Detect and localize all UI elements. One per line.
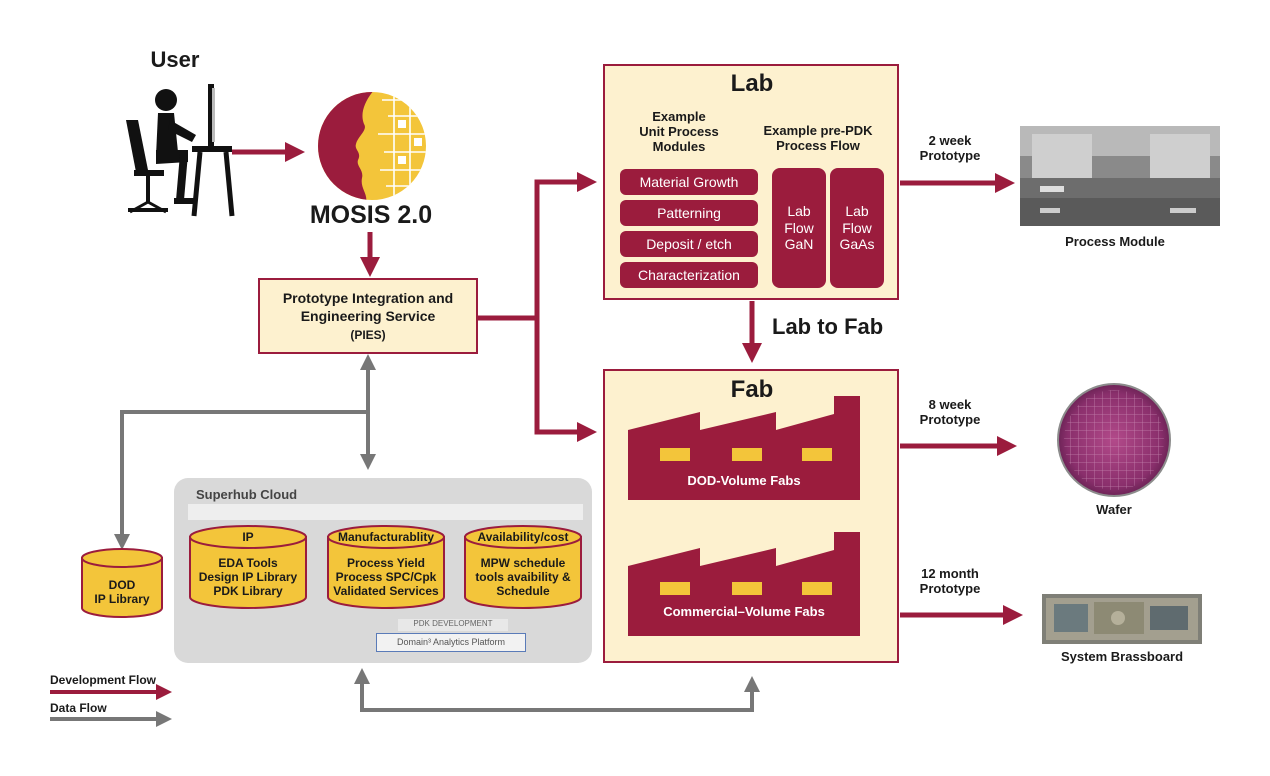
commercial-volume-fabs-label: Commercial–Volume Fabs [663, 604, 825, 619]
manufacturability-database-title: Manufacturablity [337, 530, 434, 544]
wafer-caption: Wafer [1096, 502, 1132, 517]
lab-to-fab-label: Lab to Fab [772, 314, 884, 339]
user-at-computer-icon [126, 84, 235, 217]
data-flow-arrows [114, 354, 760, 712]
user-label: User [150, 47, 200, 72]
manufacturability-database-icon [327, 525, 445, 609]
lab-title: Lab [730, 70, 774, 97]
system-brassboard-caption: System Brassboard [1060, 649, 1184, 664]
ip-database-icon [189, 525, 307, 609]
module-patterning: Patterning [620, 200, 758, 226]
wafer-image [1057, 383, 1171, 497]
superhub-cloud-title: Superhub Cloud [196, 487, 298, 502]
data-arrow-cloud-fab [354, 668, 760, 712]
legend-data-label: Data Flow [50, 701, 107, 715]
module-material-growth: Material Growth [620, 169, 758, 195]
pies-box [258, 278, 478, 354]
arrow-pies-to-fab [534, 318, 597, 442]
legend-development-label: Development Flow [50, 673, 157, 687]
data-arrow-to-dod-ip [114, 410, 368, 550]
module-characterization: Characterization [620, 262, 758, 288]
module-deposit-etch: Deposit / etch [620, 231, 758, 257]
arrow-pies-to-lab [478, 172, 597, 321]
development-flow-arrows [232, 142, 1023, 625]
availability-database-icon [464, 525, 582, 609]
pies-line2: Engineering Service [300, 308, 436, 324]
fab-title: Fab [730, 376, 774, 403]
pdk-development-label: PDK DEVELOPMENT [398, 619, 508, 631]
dod-ip-library-icon [81, 548, 163, 618]
mosis-logo-icon [318, 92, 426, 200]
system-brassboard-image [1042, 594, 1202, 644]
dod-volume-fabs-label: DOD-Volume Fabs [687, 473, 801, 488]
process-module-caption: Process Module [1065, 234, 1165, 249]
mosis-label: MOSIS 2.0 [309, 201, 433, 229]
process-module-image [1020, 126, 1220, 226]
ip-database-title: IP [242, 530, 254, 544]
commercial-factory-icon [628, 532, 860, 636]
superhub-toolbar [188, 504, 583, 520]
pies-acronym: (PIES) [350, 328, 386, 342]
dod-factory-icon [628, 396, 860, 500]
analytics-platform-label: Domain³ Analytics Platform [376, 633, 526, 652]
availability-database-title: Availability/cost [477, 530, 569, 544]
pies-line1: Prototype Integration and [282, 290, 454, 306]
